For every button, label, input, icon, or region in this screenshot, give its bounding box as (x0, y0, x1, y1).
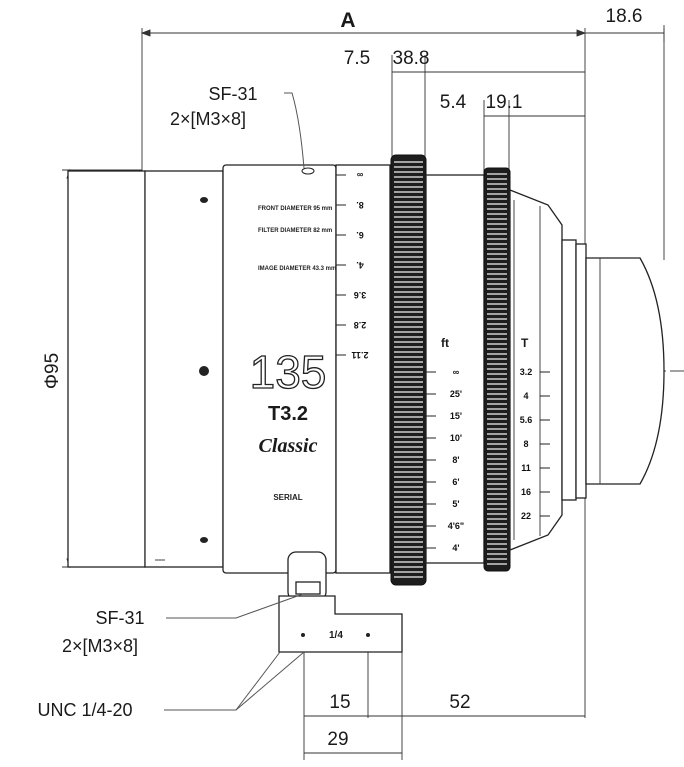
barrel-markings: FRONT DIAMETER 95 mm FILTER DIAMETER 82 … (249, 206, 336, 502)
upper-scale-label: 2.11 (351, 350, 368, 360)
lens-body (67, 154, 665, 586)
dim-15: 15 (329, 692, 350, 713)
upper-scale-label: 8. (356, 200, 364, 210)
t-stop-scale: 3.2 4 5.6 8 11 16 22 (520, 367, 550, 521)
t-label: 5.6 (520, 415, 533, 425)
dim-A: A (340, 9, 355, 32)
callout-screws-bottom: 2×[M3×8] (62, 636, 138, 656)
dim-7-5: 7.5 (344, 48, 370, 69)
distance-label: 15' (450, 411, 462, 421)
t-unit: T (521, 336, 529, 350)
distance-label: ∞ (453, 367, 460, 377)
mount-thread-label: 1/4 (329, 630, 343, 641)
dim-diameter: Φ95 (42, 353, 63, 389)
callout-sf31-top: SF-31 (208, 84, 257, 104)
callout-bottom: SF-31 2×[M3×8] (62, 593, 304, 656)
distance-scale: ∞ 25' 15' 10' 8' 6' 5' 4'6" 4' (426, 367, 464, 553)
t-label: 11 (521, 463, 531, 473)
t-label: 8 (523, 439, 528, 449)
upper-scale: ∞ 8. 6. 4. 3.6 2.8 2.11 (336, 170, 369, 360)
iris-gear-teeth (487, 173, 507, 565)
distance-label: 4' (452, 543, 459, 553)
upper-scale-label: 6. (356, 230, 364, 240)
dim-29: 29 (327, 729, 348, 750)
upper-scale-label: 2.8 (354, 320, 367, 330)
t-label: 3.2 (520, 367, 533, 377)
callout-sf31-bottom: SF-31 (95, 608, 144, 628)
spec-image-diameter: IMAGE DIAMETER 43.3 mm (258, 266, 336, 272)
distance-label: 4'6" (448, 521, 464, 531)
upper-scale-label: ∞ (356, 170, 363, 180)
t-label: 4 (523, 391, 528, 401)
callout-screws-top: 2×[M3×8] (170, 109, 246, 129)
callout-unc: UNC 1/4-20 (37, 651, 305, 720)
serial-label: SERIAL (273, 493, 302, 502)
distance-label: 8' (452, 455, 459, 465)
spec-front-diameter: FRONT DIAMETER 95 mm (258, 206, 332, 212)
distance-label: 10' (450, 433, 462, 443)
dim-52: 52 (449, 692, 470, 713)
upper-scale-label: 4. (356, 260, 364, 270)
dim-18-6: 18.6 (606, 6, 643, 27)
dim-19-1: 19.1 (486, 92, 523, 113)
callout-top: SF-31 2×[M3×8] (170, 84, 305, 169)
dim-38-8: 38.8 (393, 48, 430, 69)
distance-label: 25' (450, 389, 462, 399)
focal-length: 135 (250, 346, 327, 398)
t-label: 22 (521, 511, 531, 521)
support-mount: 1/4 (278, 551, 403, 653)
spec-filter-diameter: FILTER DIAMETER 82 mm (258, 228, 332, 234)
focus-gear-teeth (394, 161, 423, 578)
aperture: T3.2 (268, 403, 308, 425)
callout-unc: UNC 1/4-20 (37, 700, 132, 720)
distance-label: 5' (452, 499, 459, 509)
dim-5-4: 5.4 (440, 92, 467, 113)
t-label: 16 (521, 487, 531, 497)
distance-label: 6' (452, 477, 459, 487)
upper-scale-label: 3.6 (354, 290, 367, 300)
distance-unit: ft (441, 336, 449, 350)
series-name: Classic (259, 435, 318, 457)
